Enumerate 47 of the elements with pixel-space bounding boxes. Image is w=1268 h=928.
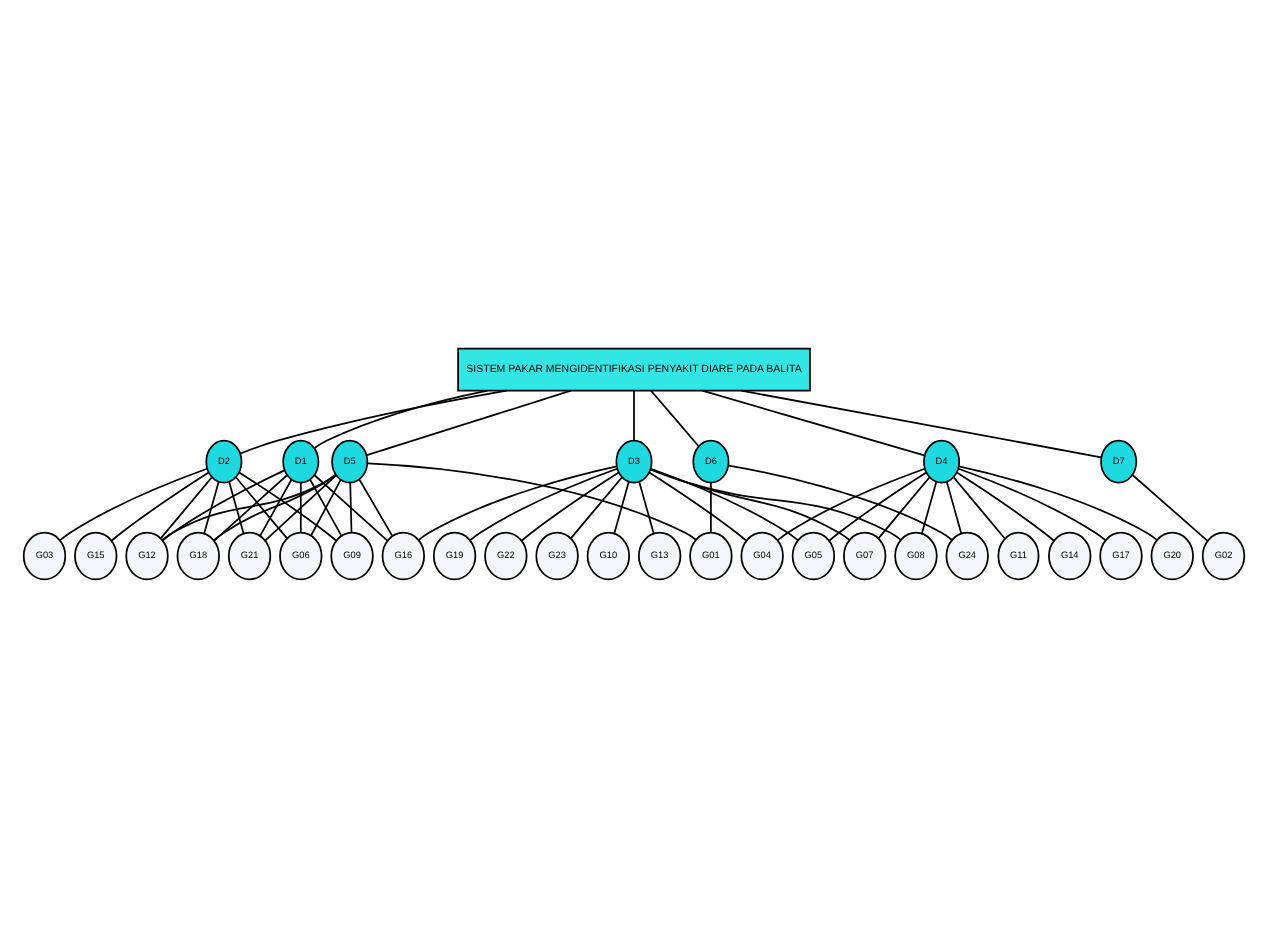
- connector: [649, 468, 902, 541]
- connector: [238, 471, 337, 542]
- connector: [952, 476, 1006, 540]
- connector: [921, 481, 938, 535]
- connector: [740, 389, 1103, 459]
- connector: [613, 481, 630, 535]
- connector: [358, 478, 394, 538]
- connector: [877, 476, 931, 540]
- connector: [213, 473, 337, 542]
- connector: [228, 481, 245, 535]
- connector: [701, 389, 926, 457]
- connector: [649, 468, 850, 541]
- connector: [299, 481, 302, 534]
- connector: [710, 481, 712, 534]
- connector: [366, 389, 572, 456]
- connector: [313, 389, 489, 449]
- connector: [570, 476, 623, 540]
- connector: [264, 474, 337, 542]
- connector: [648, 471, 747, 542]
- connector: [259, 478, 293, 537]
- connector: [59, 467, 208, 541]
- connector: [418, 465, 618, 541]
- connector: [777, 467, 926, 541]
- connector: [957, 467, 1107, 541]
- connector: [366, 462, 697, 541]
- connector: [958, 465, 1158, 541]
- connector: [1131, 474, 1209, 542]
- connector: [828, 471, 928, 542]
- connector: [213, 474, 288, 542]
- connector: [650, 467, 799, 541]
- connector: [521, 471, 620, 542]
- connector: [727, 464, 953, 541]
- connector: [469, 467, 618, 541]
- connector: [159, 476, 213, 540]
- connector: [650, 389, 700, 447]
- connector: [349, 481, 353, 534]
- connector: [235, 476, 288, 540]
- connector: [203, 481, 220, 535]
- connector: [946, 481, 963, 535]
- connector: [638, 481, 655, 535]
- connector: [162, 469, 286, 542]
- connector: [239, 389, 508, 455]
- connector: [161, 474, 337, 541]
- connector: [110, 471, 210, 542]
- connector: [313, 474, 389, 542]
- connector: [956, 471, 1055, 542]
- connector: [633, 389, 635, 442]
